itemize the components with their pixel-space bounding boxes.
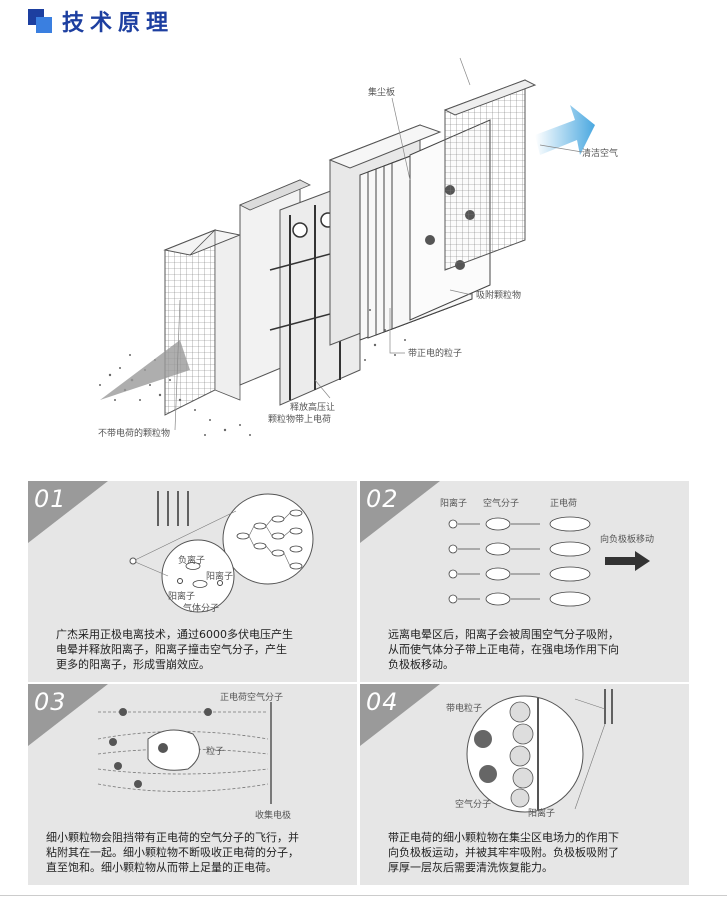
particle-collection-illustration: 带电粒子 空气分子 阳离子	[446, 689, 613, 819]
clean-air-arrow	[535, 105, 595, 155]
label-release-high-voltage-1: 释放高压让	[290, 401, 335, 413]
panel-description: 细小颗粒物会阻挡带有正电荷的空气分子的飞行，并 粘附其在一起。细小颗粒物不断吸收…	[46, 830, 337, 875]
panel-corner	[360, 481, 440, 543]
step-number: 02	[366, 485, 399, 513]
desc-line: 厚厚一层灰后需要清洗恢复能力。	[388, 861, 553, 874]
corona-avalanche-illustration: 负离子 阳离子 阳离子 气体分子	[129, 491, 314, 614]
ion-attachment-illustration: 阳离子 空气分子 正电荷 向负极板移动	[440, 497, 654, 607]
footer-divider	[0, 895, 727, 896]
label-charged-particle: 带电粒子	[446, 702, 482, 714]
desc-line: 粘附其在一起。细小颗粒物不断吸收正电荷的分子，	[46, 846, 299, 859]
panel-step-02: 02 阳离子 空气分子 正电荷 向负极板移动 远离电	[360, 481, 689, 682]
label-uncharged-particles: 不带电荷的颗粒物	[98, 427, 170, 439]
desc-line: 直至饱和。细小颗粒物从而带上足量的正电荷。	[46, 861, 277, 874]
label-clean-air: 清洁空气	[582, 147, 618, 159]
desc-line: 远离电晕区后，阳离子会被周围空气分子吸附，	[388, 628, 619, 641]
panel-corner	[360, 684, 440, 746]
dust-collector-plates	[328, 119, 491, 346]
panel-description: 带正电荷的细小颗粒物在集尘区电场力的作用下 向负极板运动，并被其牢牢吸附。负极板…	[388, 830, 669, 875]
label-pos-ion: 阳离子	[528, 807, 555, 819]
label-particle: 粒子	[206, 745, 224, 757]
label-pos-ion-2: 阳离子	[168, 590, 195, 602]
label-move-to-neg: 向负极板移动	[600, 533, 654, 545]
panel-description: 远离电晕区后，阳离子会被周围空气分子吸附， 从而使气体分子带上正电荷，在强电场作…	[388, 627, 669, 672]
label-collector: 收集电极	[255, 809, 291, 821]
desc-line: 更多的阳离子，形成雪崩效应。	[56, 658, 210, 671]
post-filter-mesh	[443, 79, 537, 271]
square-icon	[28, 9, 52, 33]
move-arrow	[605, 551, 650, 571]
panel-description: 广杰采用正极电离技术，通过6000多伏电压产生 电晕并释放阳离子，阳离子撞击空气…	[56, 627, 337, 672]
label-air-molecule: 空气分子	[483, 497, 519, 509]
desc-line: 电晕并释放阳离子，阳离子撞击空气分子，产生	[56, 643, 287, 656]
ion-row	[448, 516, 591, 607]
label-pos-ion: 阳离子	[440, 497, 467, 509]
principle-steps-grid: 01	[28, 481, 689, 885]
panel-corner	[28, 684, 108, 746]
desc-line: 负极板移动。	[388, 658, 454, 671]
panel-corner	[28, 481, 108, 543]
desc-line: 广杰采用正极电离技术，通过6000多伏电压产生	[56, 628, 293, 641]
step-number: 01	[34, 485, 67, 513]
step-number: 04	[366, 688, 399, 716]
charged-particle-trail	[364, 309, 406, 361]
label-gas-molecule: 气体分子	[183, 602, 219, 614]
page-title: 技术原理	[62, 11, 175, 36]
particle-charging-illustration: 正电荷空气分子 粒子 收集电极	[97, 691, 291, 821]
desc-line: 带正电荷的细小颗粒物在集尘区电场力的作用下	[388, 831, 619, 844]
page-header: 技术原理	[28, 6, 174, 36]
label-positive-charge: 正电荷	[550, 497, 577, 509]
label-neg-ion: 负离子	[178, 554, 205, 566]
panel-step-04: 04 带电粒子 空气分子 阳离子 带正电荷的细小颗粒物在集尘区电场力的作用下 向…	[360, 684, 689, 885]
label-dust-plate: 集尘板	[368, 86, 395, 98]
step-number: 03	[34, 688, 67, 716]
label-air-molecule: 空气分子	[455, 798, 491, 810]
panel-step-03: 03 正电荷空气分子 粒子 收集电极 细小颗粒物会阻挡带有正电荷的空气分子的飞行…	[28, 684, 357, 885]
label-charged-air: 正电荷空气分子	[220, 691, 283, 703]
label-pos-ion: 阳离子	[206, 570, 233, 582]
desc-line: 从而使气体分子带上正电荷，在强电场作用下向	[388, 643, 619, 656]
label-adsorbed-particles: 吸附颗粒物	[476, 289, 521, 301]
desc-line: 向负极板运动，并被其牢牢吸附。负极板吸附了	[388, 846, 619, 859]
label-positive-particles: 带正电的粒子	[408, 347, 462, 359]
filter-exploded-diagram: 集尘板 清洁空气 吸附颗粒物 带正电的粒子 释放高压让 颗粒物带上电荷 不带电荷…	[98, 57, 618, 439]
label-release-high-voltage-2: 颗粒物带上电荷	[268, 413, 331, 425]
desc-line: 细小颗粒物会阻挡带有正电荷的空气分子的飞行，并	[46, 831, 299, 844]
panel-step-01: 01	[28, 481, 357, 682]
pre-filter-mesh	[100, 229, 242, 416]
